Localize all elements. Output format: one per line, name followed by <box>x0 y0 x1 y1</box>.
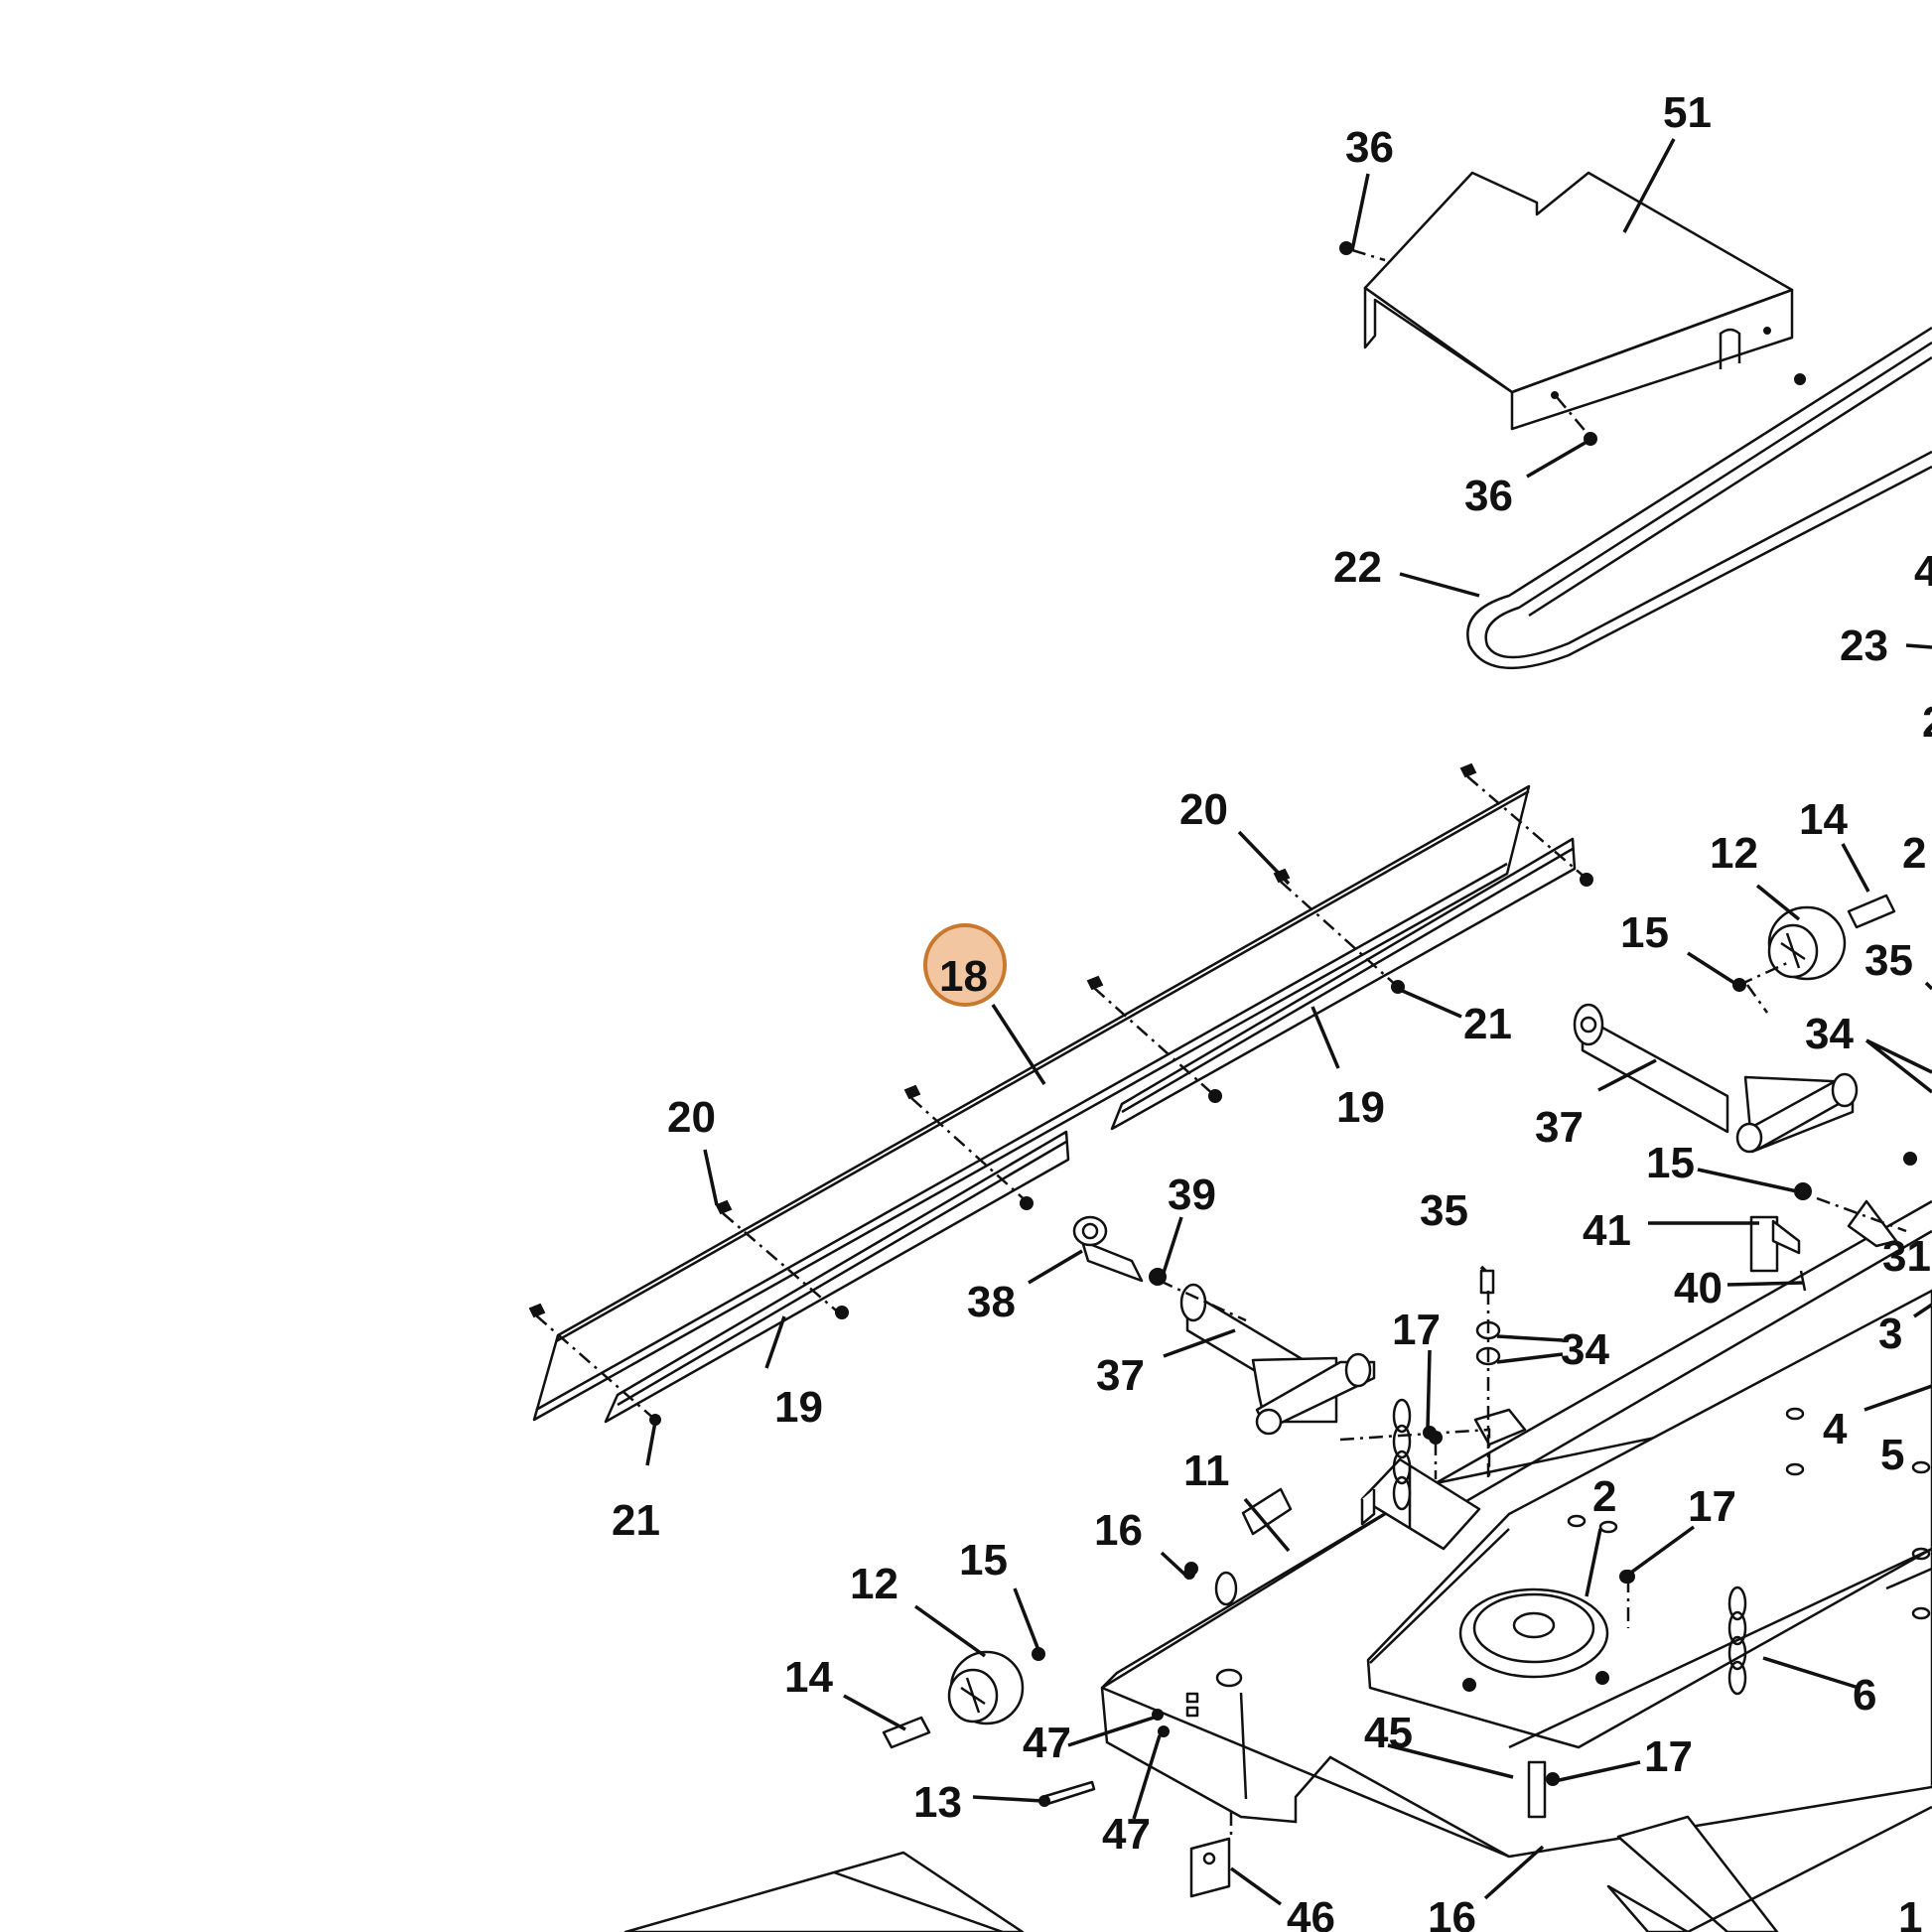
callout-20: 20 <box>667 1093 716 1142</box>
callout-21: 21 <box>612 1496 660 1545</box>
deck-bracket <box>1360 1457 1481 1551</box>
callout-51: 51 <box>1663 88 1712 137</box>
idler-wheel-right <box>1732 894 1896 992</box>
callout-40: 40 <box>1674 1264 1723 1312</box>
callout-45: 45 <box>1364 1709 1413 1757</box>
callout-37: 37 <box>1535 1103 1584 1152</box>
callout-14: 14 <box>1799 795 1848 844</box>
callout-2: 2 <box>1592 1472 1616 1521</box>
callout-38: 38 <box>967 1278 1016 1326</box>
callout-15: 15 <box>1620 908 1669 957</box>
callout-12: 12 <box>1710 829 1758 878</box>
callout-17: 17 <box>1392 1306 1441 1354</box>
rail-strip-left <box>604 1130 1070 1424</box>
rail-upper <box>532 784 1531 1422</box>
callout-16: 16 <box>1094 1506 1143 1555</box>
callout-3: 3 <box>1878 1310 1902 1358</box>
callout-20: 20 <box>1179 785 1228 834</box>
callout-1: 1 <box>1898 1893 1922 1932</box>
highlight-circle <box>923 923 1007 1007</box>
callout-47: 47 <box>1023 1719 1071 1767</box>
callout-4: 4 <box>1823 1405 1848 1453</box>
callout-37: 37 <box>1096 1351 1145 1400</box>
callout-2: 2 <box>1902 829 1926 878</box>
callout-2: 2 <box>1922 698 1932 747</box>
arm-right <box>1573 1003 1859 1154</box>
callout-18: 18 <box>939 952 988 1001</box>
drive-belt <box>1466 326 1932 670</box>
callout-36: 36 <box>1464 472 1513 520</box>
callout-35: 35 <box>1420 1186 1468 1235</box>
chain-left <box>1392 1398 1412 1511</box>
callout-12: 12 <box>850 1560 898 1608</box>
callout-39: 39 <box>1168 1171 1216 1219</box>
callout-34: 34 <box>1805 1010 1854 1058</box>
idler-wheel-left <box>882 1647 1045 1749</box>
callout-41: 41 <box>1583 1206 1631 1255</box>
callout-21: 21 <box>1463 1000 1512 1048</box>
callout-13: 13 <box>913 1778 962 1827</box>
callout-34: 34 <box>1561 1325 1609 1374</box>
callout-17: 17 <box>1688 1482 1736 1531</box>
rail-strip-right <box>1110 837 1577 1131</box>
arm-left <box>1179 1283 1376 1436</box>
callout-15: 15 <box>1646 1139 1695 1187</box>
callout-4: 4 <box>1914 547 1932 596</box>
callout-35: 35 <box>1864 936 1913 985</box>
callout-31: 31 <box>1882 1232 1931 1281</box>
callout-labels: 36 51 36 22 4 23 2 20 18 21 19 20 19 21 … <box>612 88 1932 1932</box>
callout-17: 17 <box>1644 1732 1693 1781</box>
callout-19: 19 <box>774 1383 823 1432</box>
rod-end <box>1072 1215 1167 1286</box>
callout-6: 6 <box>1853 1671 1876 1720</box>
callout-22: 22 <box>1333 543 1382 592</box>
callout-19: 19 <box>1336 1083 1385 1132</box>
callout-14: 14 <box>784 1653 833 1702</box>
callout-46: 46 <box>1287 1893 1335 1932</box>
callout-15: 15 <box>959 1536 1008 1585</box>
assembly-dash-lines <box>1159 961 1907 1837</box>
callout-5: 5 <box>1880 1431 1904 1479</box>
callout-36: 36 <box>1345 123 1394 172</box>
chain-right <box>1727 1586 1747 1696</box>
belt-cover <box>1363 171 1794 431</box>
mower-deck <box>623 1199 1932 1932</box>
callout-23: 23 <box>1840 621 1888 670</box>
leader-lines <box>645 138 1932 1906</box>
callout-16: 16 <box>1428 1893 1476 1932</box>
callout-11: 11 <box>1183 1447 1230 1495</box>
callout-47: 47 <box>1102 1810 1151 1859</box>
